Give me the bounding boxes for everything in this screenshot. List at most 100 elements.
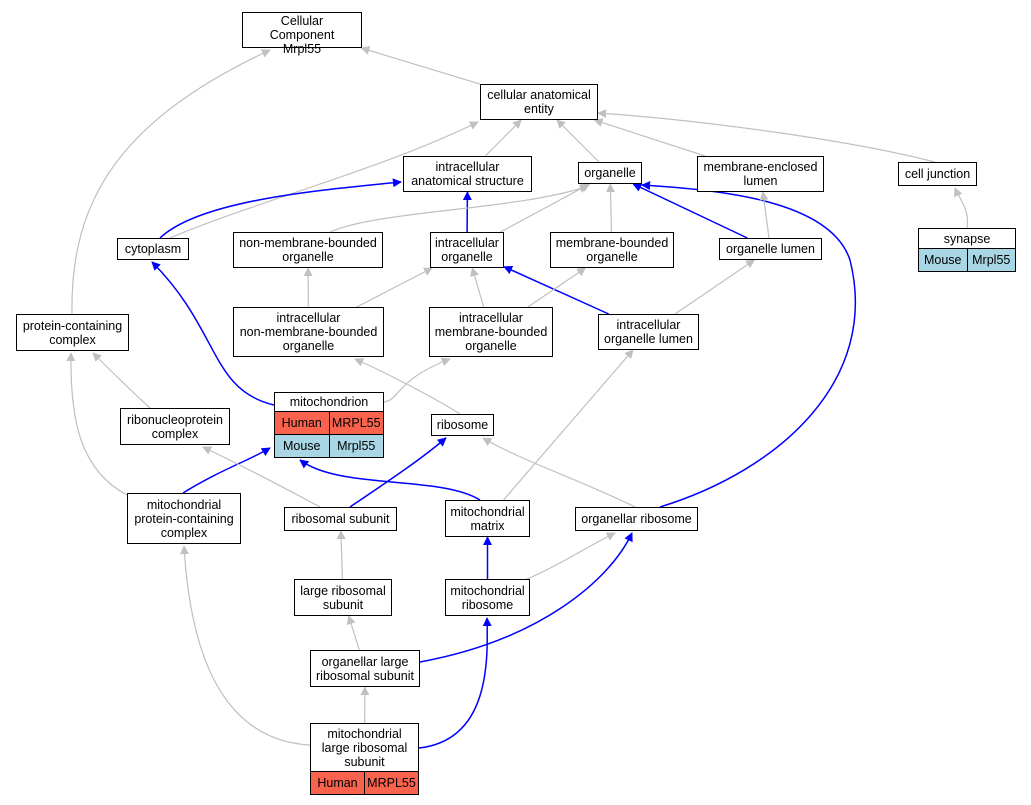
node-label: ribosomal subunit: [291, 512, 390, 526]
node-cytoplasm[interactable]: cytoplasm: [117, 238, 189, 260]
node-label: non-membrane-bounded organelle: [239, 236, 377, 264]
edge-ribonucleoprotein-complex-to-protein-containing-complex: [92, 352, 151, 409]
edge-intracellular-nmb-organelle-to-intracellular-organelle: [356, 267, 433, 308]
edge-organelle-lumen-to-membrane-enclosed-lumen: [759, 191, 770, 239]
node-label: organellar ribosome: [581, 512, 692, 526]
node-non-membrane-bounded-organelle[interactable]: non-membrane-bounded organelle: [233, 232, 383, 268]
edge-mitochondrion-to-cytoplasm: [151, 261, 275, 406]
node-ribonucleoprotein-complex[interactable]: ribonucleoprotein complex: [120, 408, 230, 445]
edge-mitochondrion-to-intracellular-mb-organelle: [383, 357, 451, 403]
gene-cell: Mrpl55: [966, 249, 1016, 271]
edge-protein-containing-complex-to-cc-root: [71, 49, 271, 315]
node-label: cell junction: [904, 167, 971, 181]
node-label: mitochondrial protein-containing complex: [134, 497, 234, 540]
node-label: protein-containing complex: [22, 318, 123, 347]
edge-intracellular-mb-organelle-to-intracellular-organelle: [470, 267, 485, 308]
node-label: mitochondrial large ribosomal subunit: [321, 726, 408, 769]
edge-mitochondrial-ribosome-to-organellar-ribosome: [524, 532, 616, 581]
edge-cell-junction-to-cellular-anatomical-entity: [597, 109, 936, 163]
node-label: intracellular organelle: [435, 236, 499, 264]
node-label: cellular anatomical entity: [487, 88, 591, 116]
gene-row: Human MRPL55: [311, 771, 418, 794]
node-label: organelle: [584, 166, 636, 180]
edge-ribosome-to-intracellular-nmb-organelle: [354, 358, 461, 415]
edge-non-membrane-bounded-organelle-to-organelle: [329, 184, 589, 233]
node-label: intracellular anatomical structure: [411, 160, 524, 188]
edge-intracellular-organelle-to-organelle: [500, 183, 591, 233]
node-intracellular-anatomical-structure[interactable]: intracellular anatomical structure: [403, 156, 532, 192]
edge-mitochondrial-matrix-to-mitochondrion: [299, 459, 481, 501]
edge-intracellular-organelle-lumen-to-intracellular-organelle: [503, 265, 610, 315]
node-label: ribosome: [436, 418, 489, 432]
node-label: mitochondrial matrix: [450, 504, 525, 533]
node-membrane-bounded-organelle[interactable]: membrane-bounded organelle: [550, 232, 674, 268]
edge-synapse-to-cell-junction: [953, 187, 969, 229]
node-label: mitochondrion: [289, 395, 369, 409]
node-label: mitochondrial ribosome: [450, 583, 525, 612]
node-label: membrane-bounded organelle: [555, 236, 669, 264]
node-label: organelle lumen: [726, 242, 815, 256]
gene-cell: MRPL55: [364, 772, 418, 794]
edge-ribosomal-subunit-to-ribosome: [349, 437, 447, 508]
edge-cellular-anatomical-entity-to-cc-root: [360, 46, 481, 85]
node-large-ribosomal-subunit[interactable]: large ribosomal subunit: [294, 579, 392, 616]
edge-membrane-bounded-organelle-to-organelle: [606, 183, 616, 233]
node-cc-root[interactable]: Cellular Component Mrpl55: [242, 12, 362, 56]
node-organellar-large-ribosomal-subunit[interactable]: organellar large ribosomal subunit: [310, 650, 420, 687]
species-cell: Human: [317, 776, 358, 790]
node-ribosomal-subunit[interactable]: ribosomal subunit: [284, 507, 397, 531]
edge-mito-protein-containing-complex-to-mitochondrion: [182, 447, 271, 494]
node-label: organellar large ribosomal subunit: [316, 654, 414, 683]
node-organellar-ribosome[interactable]: organellar ribosome: [575, 507, 698, 531]
node-label: Cellular Component Mrpl55: [269, 14, 335, 56]
edge-membrane-enclosed-lumen-to-cellular-anatomical-entity: [593, 118, 706, 157]
edge-mito-large-ribosomal-subunit-to-mitochondrial-ribosome: [418, 617, 492, 749]
node-mito-protein-containing-complex[interactable]: mitochondrial protein-containing complex: [127, 493, 241, 544]
node-cellular-anatomical-entity[interactable]: cellular anatomical entity: [480, 84, 598, 120]
species-cell: Mouse: [923, 253, 962, 267]
edge-mitochondrial-matrix-to-intracellular-organelle-lumen: [503, 349, 634, 501]
gene-row: Mouse Mrpl55: [275, 434, 383, 457]
species-cell: Mouse: [282, 439, 321, 453]
node-label: intracellular membrane-bounded organelle: [434, 311, 548, 353]
edge-intracellular-mb-organelle-to-membrane-bounded-organelle: [527, 267, 587, 308]
gene-row: Human MRPL55: [275, 411, 383, 434]
edge-large-ribosomal-subunit-to-ribosomal-subunit: [336, 530, 346, 580]
node-intracellular-mb-organelle[interactable]: intracellular membrane-bounded organelle: [429, 307, 553, 357]
node-ribosome[interactable]: ribosome: [431, 414, 494, 436]
node-cell-junction[interactable]: cell junction: [898, 162, 977, 186]
edge-organelle-lumen-to-organelle: [632, 183, 748, 239]
gene-cell: MRPL55: [328, 412, 384, 434]
node-organelle[interactable]: organelle: [578, 162, 642, 184]
edge-organellar-large-ribosomal-subunit-to-organellar-ribosome: [419, 532, 633, 663]
node-label: intracellular non-membrane-bounded organ…: [239, 311, 378, 353]
node-protein-containing-complex[interactable]: protein-containing complex: [16, 314, 129, 351]
node-intracellular-organelle-lumen[interactable]: intracellular organelle lumen: [598, 314, 699, 350]
edge-mito-protein-containing-complex-to-protein-containing-complex: [66, 352, 128, 496]
node-organelle-lumen[interactable]: organelle lumen: [719, 238, 822, 260]
node-label: ribonucleoprotein complex: [127, 412, 223, 441]
edge-organellar-ribosome-to-ribosome: [482, 437, 636, 508]
edge-intracellular-organelle-lumen-to-organelle-lumen: [674, 259, 756, 315]
node-label: intracellular organelle lumen: [604, 318, 693, 346]
edge-cytoplasm-to-cellular-anatomical-entity: [169, 121, 479, 239]
edge-intracellular-anatomical-structure-to-cellular-anatomical-entity: [484, 119, 522, 157]
node-mitochondrial-ribosome[interactable]: mitochondrial ribosome: [445, 579, 530, 616]
species-cell: Human: [281, 416, 322, 430]
edge-ribosomal-subunit-to-ribonucleoprotein-complex: [202, 446, 321, 508]
node-membrane-enclosed-lumen[interactable]: membrane-enclosed lumen: [697, 156, 824, 192]
edge-organellar-large-ribosomal-subunit-to-large-ribosomal-subunit: [346, 615, 360, 651]
node-intracellular-organelle[interactable]: intracellular organelle: [430, 232, 504, 268]
node-label: large ribosomal subunit: [300, 583, 386, 612]
node-label: synapse: [943, 231, 991, 246]
edge-organellar-ribosome-to-organelle: [641, 181, 856, 508]
gene-cell: Mrpl55: [328, 435, 384, 457]
node-mitochondrial-matrix[interactable]: mitochondrial matrix: [445, 500, 530, 537]
edge-cytoplasm-to-intracellular-anatomical-structure: [159, 178, 402, 239]
node-intracellular-nmb-organelle[interactable]: intracellular non-membrane-bounded organ…: [233, 307, 384, 357]
